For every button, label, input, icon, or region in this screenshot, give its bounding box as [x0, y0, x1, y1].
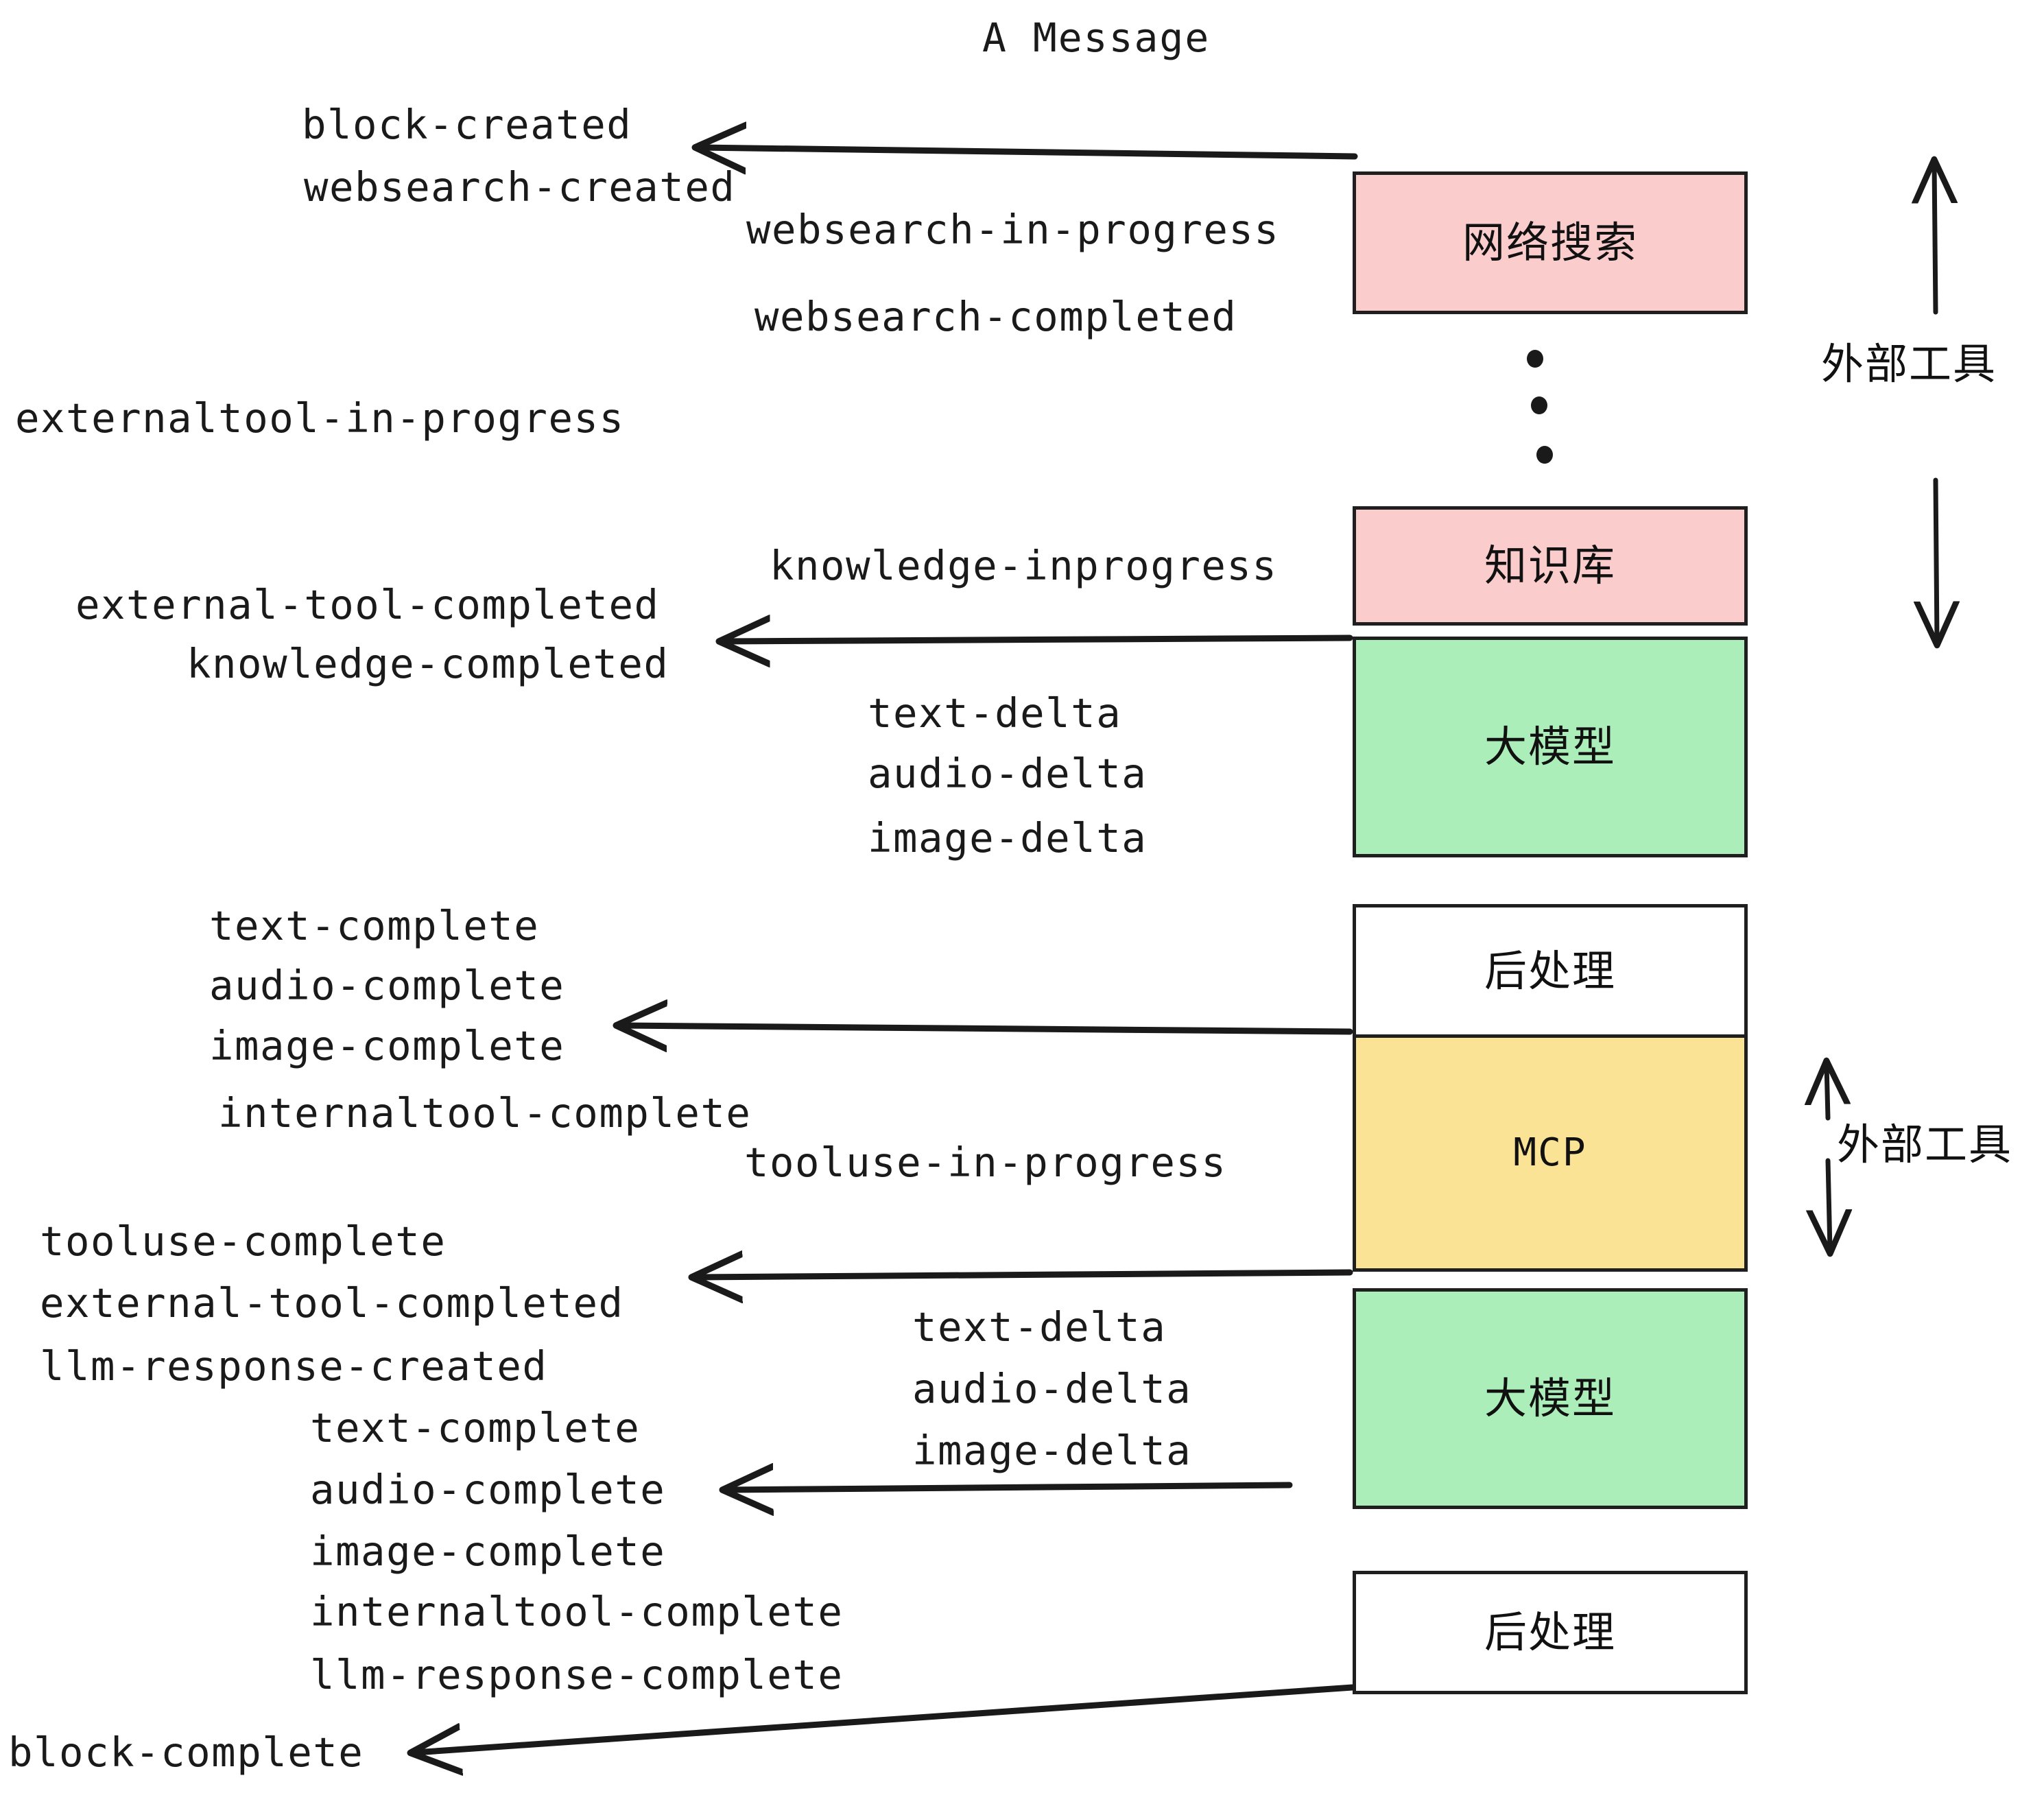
event-label-external-tool-completed-1: external-tool-completed: [75, 581, 660, 628]
node-label-websearch: 网络搜索: [1462, 217, 1638, 268]
node-box-postprocess-2[interactable]: 后处理: [1353, 1571, 1748, 1694]
event-label-tooluse-in-progress: tooluse-in-progress: [744, 1139, 1227, 1186]
node-box-llm-1[interactable]: 大模型: [1353, 637, 1748, 857]
event-label-text-complete-2: text-complete: [310, 1404, 641, 1451]
event-label-external-tool-completed-2: external-tool-completed: [40, 1279, 624, 1327]
node-box-knowledge[interactable]: 知识库: [1353, 506, 1748, 626]
event-label-image-delta-2: image-delta: [912, 1427, 1192, 1474]
event-label-internaltool-complete-1: internaltool-complete: [218, 1089, 752, 1137]
arrow-external-tools-down-1: [1936, 477, 1937, 641]
arrow-websearch-to-block: [700, 147, 1358, 156]
ellipsis-dot-1: [1527, 350, 1543, 368]
event-label-audio-complete-2: audio-complete: [310, 1466, 666, 1513]
event-label-knowledge-completed: knowledge-completed: [187, 640, 669, 687]
node-box-mcp[interactable]: MCP: [1353, 1034, 1748, 1272]
event-label-audio-complete-1: audio-complete: [209, 962, 565, 1009]
event-label-text-delta-1: text-delta: [868, 689, 1122, 737]
ellipsis-dot-2: [1531, 396, 1547, 414]
arrow-knowledge-to-completed: [724, 638, 1353, 641]
event-label-internaltool-complete-2: internaltool-complete: [310, 1588, 844, 1635]
page-title: A Message: [982, 14, 1211, 61]
event-label-block-created: block-created: [302, 101, 632, 148]
arrow-external-tools-down-2: [1828, 1158, 1830, 1250]
node-label-postprocess-1: 后处理: [1484, 946, 1616, 996]
event-label-tooluse-complete: tooluse-complete: [40, 1218, 447, 1265]
node-label-llm-2: 大模型: [1484, 1373, 1616, 1423]
node-label-postprocess-2: 后处理: [1484, 1607, 1616, 1657]
event-label-block-complete: block-complete: [8, 1729, 364, 1776]
arrow-mcp-to-tooluse-complete: [696, 1272, 1353, 1277]
event-label-llm-response-complete: llm-response-complete: [310, 1651, 844, 1698]
event-label-externaltool-in-progress: externaltool-in-progress: [15, 394, 625, 442]
event-label-image-delta-1: image-delta: [868, 814, 1148, 862]
event-label-text-delta-2: text-delta: [912, 1303, 1167, 1351]
node-label-llm-1: 大模型: [1484, 722, 1616, 772]
event-label-websearch-created: websearch-created: [304, 163, 736, 211]
event-label-image-complete-2: image-complete: [310, 1528, 666, 1575]
group-label-external-tools-2: 外部工具: [1837, 1119, 2013, 1170]
event-label-image-complete-1: image-complete: [209, 1022, 565, 1069]
node-box-llm-2[interactable]: 大模型: [1353, 1288, 1748, 1509]
event-label-audio-delta-2: audio-delta: [912, 1365, 1192, 1412]
ellipsis-dot-3: [1536, 446, 1553, 464]
node-label-mcp: MCP: [1513, 1130, 1587, 1175]
event-label-websearch-completed: websearch-completed: [754, 293, 1237, 340]
node-label-knowledge: 知识库: [1484, 541, 1616, 591]
node-box-postprocess-1[interactable]: 后处理: [1353, 904, 1748, 1039]
event-label-websearch-in-progress: websearch-in-progress: [746, 206, 1280, 253]
arrow-external-tools-up-2: [1827, 1065, 1828, 1121]
arrow-external-tools-up-1: [1934, 163, 1936, 315]
arrow-llm-to-audio-complete: [727, 1485, 1293, 1490]
event-label-text-complete-1: text-complete: [209, 902, 540, 949]
event-label-llm-response-created: llm-response-created: [40, 1342, 548, 1390]
event-label-knowledge-inprogress: knowledge-inprogress: [770, 542, 1278, 589]
group-label-external-tools-1: 外部工具: [1821, 339, 1997, 389]
node-box-websearch[interactable]: 网络搜索: [1353, 171, 1748, 314]
arrow-post-to-image-complete: [621, 1025, 1353, 1032]
event-label-audio-delta-1: audio-delta: [868, 750, 1148, 797]
